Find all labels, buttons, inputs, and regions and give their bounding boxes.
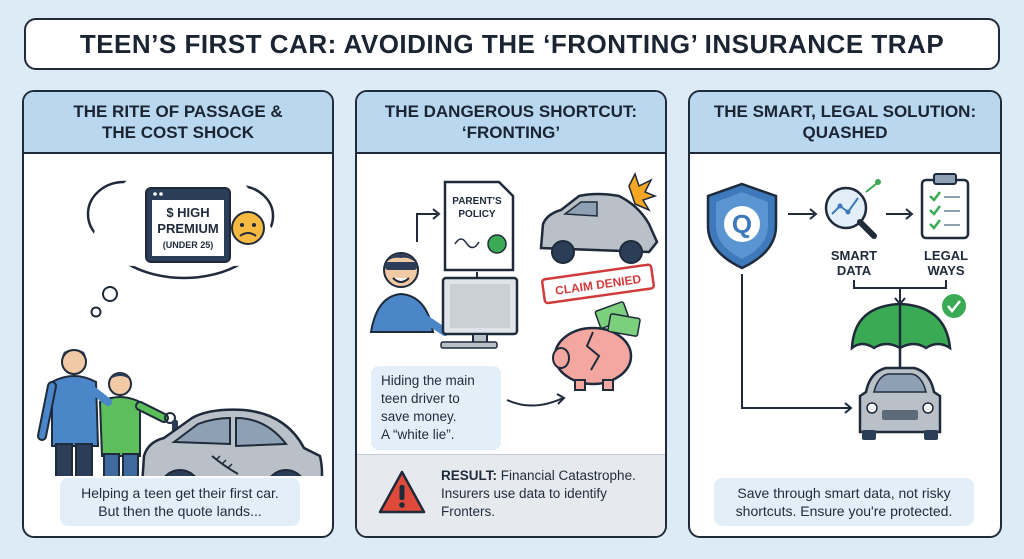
panel-1-caption: Helping a teen get their first car. But … bbox=[60, 478, 300, 526]
result-label: RESULT: bbox=[441, 468, 497, 483]
panel-1-heading-line1: THE RITE OF PASSAGE & bbox=[73, 102, 283, 121]
result-description: Financial Catastrophe. Insurers use data… bbox=[441, 468, 636, 519]
panel-dangerous-shortcut: THE DANGEROUS SHORTCUT: ‘FRONTING’ PAREN… bbox=[355, 90, 667, 538]
premium-line2: PREMIUM bbox=[157, 221, 218, 236]
smart-data-label-line2: DATA bbox=[837, 263, 872, 278]
legal-ways-label-line2: WAYS bbox=[927, 263, 964, 278]
panel-3-caption-line1: Save through smart data, not risky bbox=[737, 485, 951, 501]
premium-line1: $ HIGH bbox=[166, 205, 209, 220]
panel-3-caption-line2: shortcuts. Ensure you're protected. bbox=[735, 503, 953, 519]
claim-denied-stamp: CLAIM DENIED bbox=[540, 263, 655, 305]
crash-burst-icon bbox=[628, 172, 658, 212]
clipboard-checklist-icon bbox=[920, 173, 970, 240]
title-banner: TEEN’S FIRST CAR: AVOIDING THE ‘FRONTING… bbox=[24, 18, 1000, 70]
result-text: RESULT: Financial Catastrophe. Insurers … bbox=[441, 467, 661, 521]
panel-2-caption: Hiding the main teen driver to save mone… bbox=[371, 366, 501, 450]
computer-monitor bbox=[440, 276, 519, 349]
parents-policy-document: PARENT'S POLICY bbox=[443, 180, 515, 272]
fronting-illustration: PARENT'S POLICY bbox=[369, 172, 659, 407]
arrow-to-piggy bbox=[506, 397, 564, 407]
panel-2-caption-line3: save money. bbox=[381, 409, 457, 424]
first-car bbox=[141, 408, 324, 476]
policy-line2: POLICY bbox=[458, 209, 496, 220]
panel-1-caption-line1: Helping a teen get their first car. bbox=[81, 485, 279, 501]
panel-2-heading-line2: ‘FRONTING’ bbox=[461, 123, 561, 142]
warning-icon bbox=[378, 470, 426, 514]
panel-2-caption-line4: A “white lie”. bbox=[381, 427, 455, 442]
broken-piggy-bank-icon bbox=[552, 301, 641, 391]
crashed-car bbox=[539, 172, 659, 264]
panel-rite-of-passage: THE RITE OF PASSAGE & THE COST SHOCK $ H… bbox=[22, 90, 334, 538]
panel-2-heading-line1: THE DANGEROUS SHORTCUT: bbox=[384, 102, 638, 121]
policy-line1: PARENT'S bbox=[452, 196, 502, 207]
shield-letter: Q bbox=[732, 209, 752, 239]
panel-2-caption-line2: teen driver to bbox=[381, 391, 460, 406]
shield-icon: Q bbox=[706, 182, 778, 270]
premium-line3: (UNDER 25) bbox=[163, 240, 214, 250]
panel-3-heading: THE SMART, LEGAL SOLUTION: QUASHED bbox=[690, 92, 1000, 154]
smart-data-label-line1: SMART bbox=[831, 248, 877, 263]
merge-bracket bbox=[853, 280, 947, 302]
page-title: TEEN’S FIRST CAR: AVOIDING THE ‘FRONTING… bbox=[79, 28, 945, 59]
check-badge-icon bbox=[940, 292, 968, 320]
parent-teen-car-illustration: $ HIGH PREMIUM (UNDER 25) bbox=[37, 162, 324, 476]
arrow-shield-to-car bbox=[741, 274, 850, 409]
worried-face-icon bbox=[231, 211, 265, 245]
umbrella-icon bbox=[850, 302, 952, 370]
panel-smart-solution: THE SMART, LEGAL SOLUTION: QUASHED Q bbox=[688, 90, 1002, 538]
legal-ways-label-line1: LEGAL bbox=[924, 248, 968, 263]
premium-screen: $ HIGH PREMIUM (UNDER 25) bbox=[145, 187, 231, 263]
panel-1-heading-line2: THE COST SHOCK bbox=[101, 123, 255, 142]
teen-figure bbox=[86, 372, 169, 476]
panel-1-caption-line2: But then the quote lands... bbox=[98, 503, 262, 519]
panel-3-heading-line1: THE SMART, LEGAL SOLUTION: bbox=[713, 102, 977, 121]
protected-car bbox=[858, 366, 942, 440]
magnifying-glass-icon bbox=[824, 179, 881, 239]
masked-teen-figure bbox=[369, 252, 449, 336]
arrow-to-policy bbox=[416, 213, 437, 242]
panel-3-heading-line2: QUASHED bbox=[802, 123, 888, 142]
result-box: RESULT: Financial Catastrophe. Insurers … bbox=[357, 454, 665, 536]
panel-2-heading: THE DANGEROUS SHORTCUT: ‘FRONTING’ bbox=[357, 92, 665, 154]
parent-figure bbox=[37, 349, 100, 476]
panel-2-caption-line1: Hiding the main bbox=[381, 373, 475, 388]
smart-solution-illustration: Q SMART DATA LEGAL WA bbox=[706, 173, 970, 440]
panel-3-caption: Save through smart data, not risky short… bbox=[714, 478, 974, 526]
panel-1-heading: THE RITE OF PASSAGE & THE COST SHOCK bbox=[24, 92, 332, 154]
